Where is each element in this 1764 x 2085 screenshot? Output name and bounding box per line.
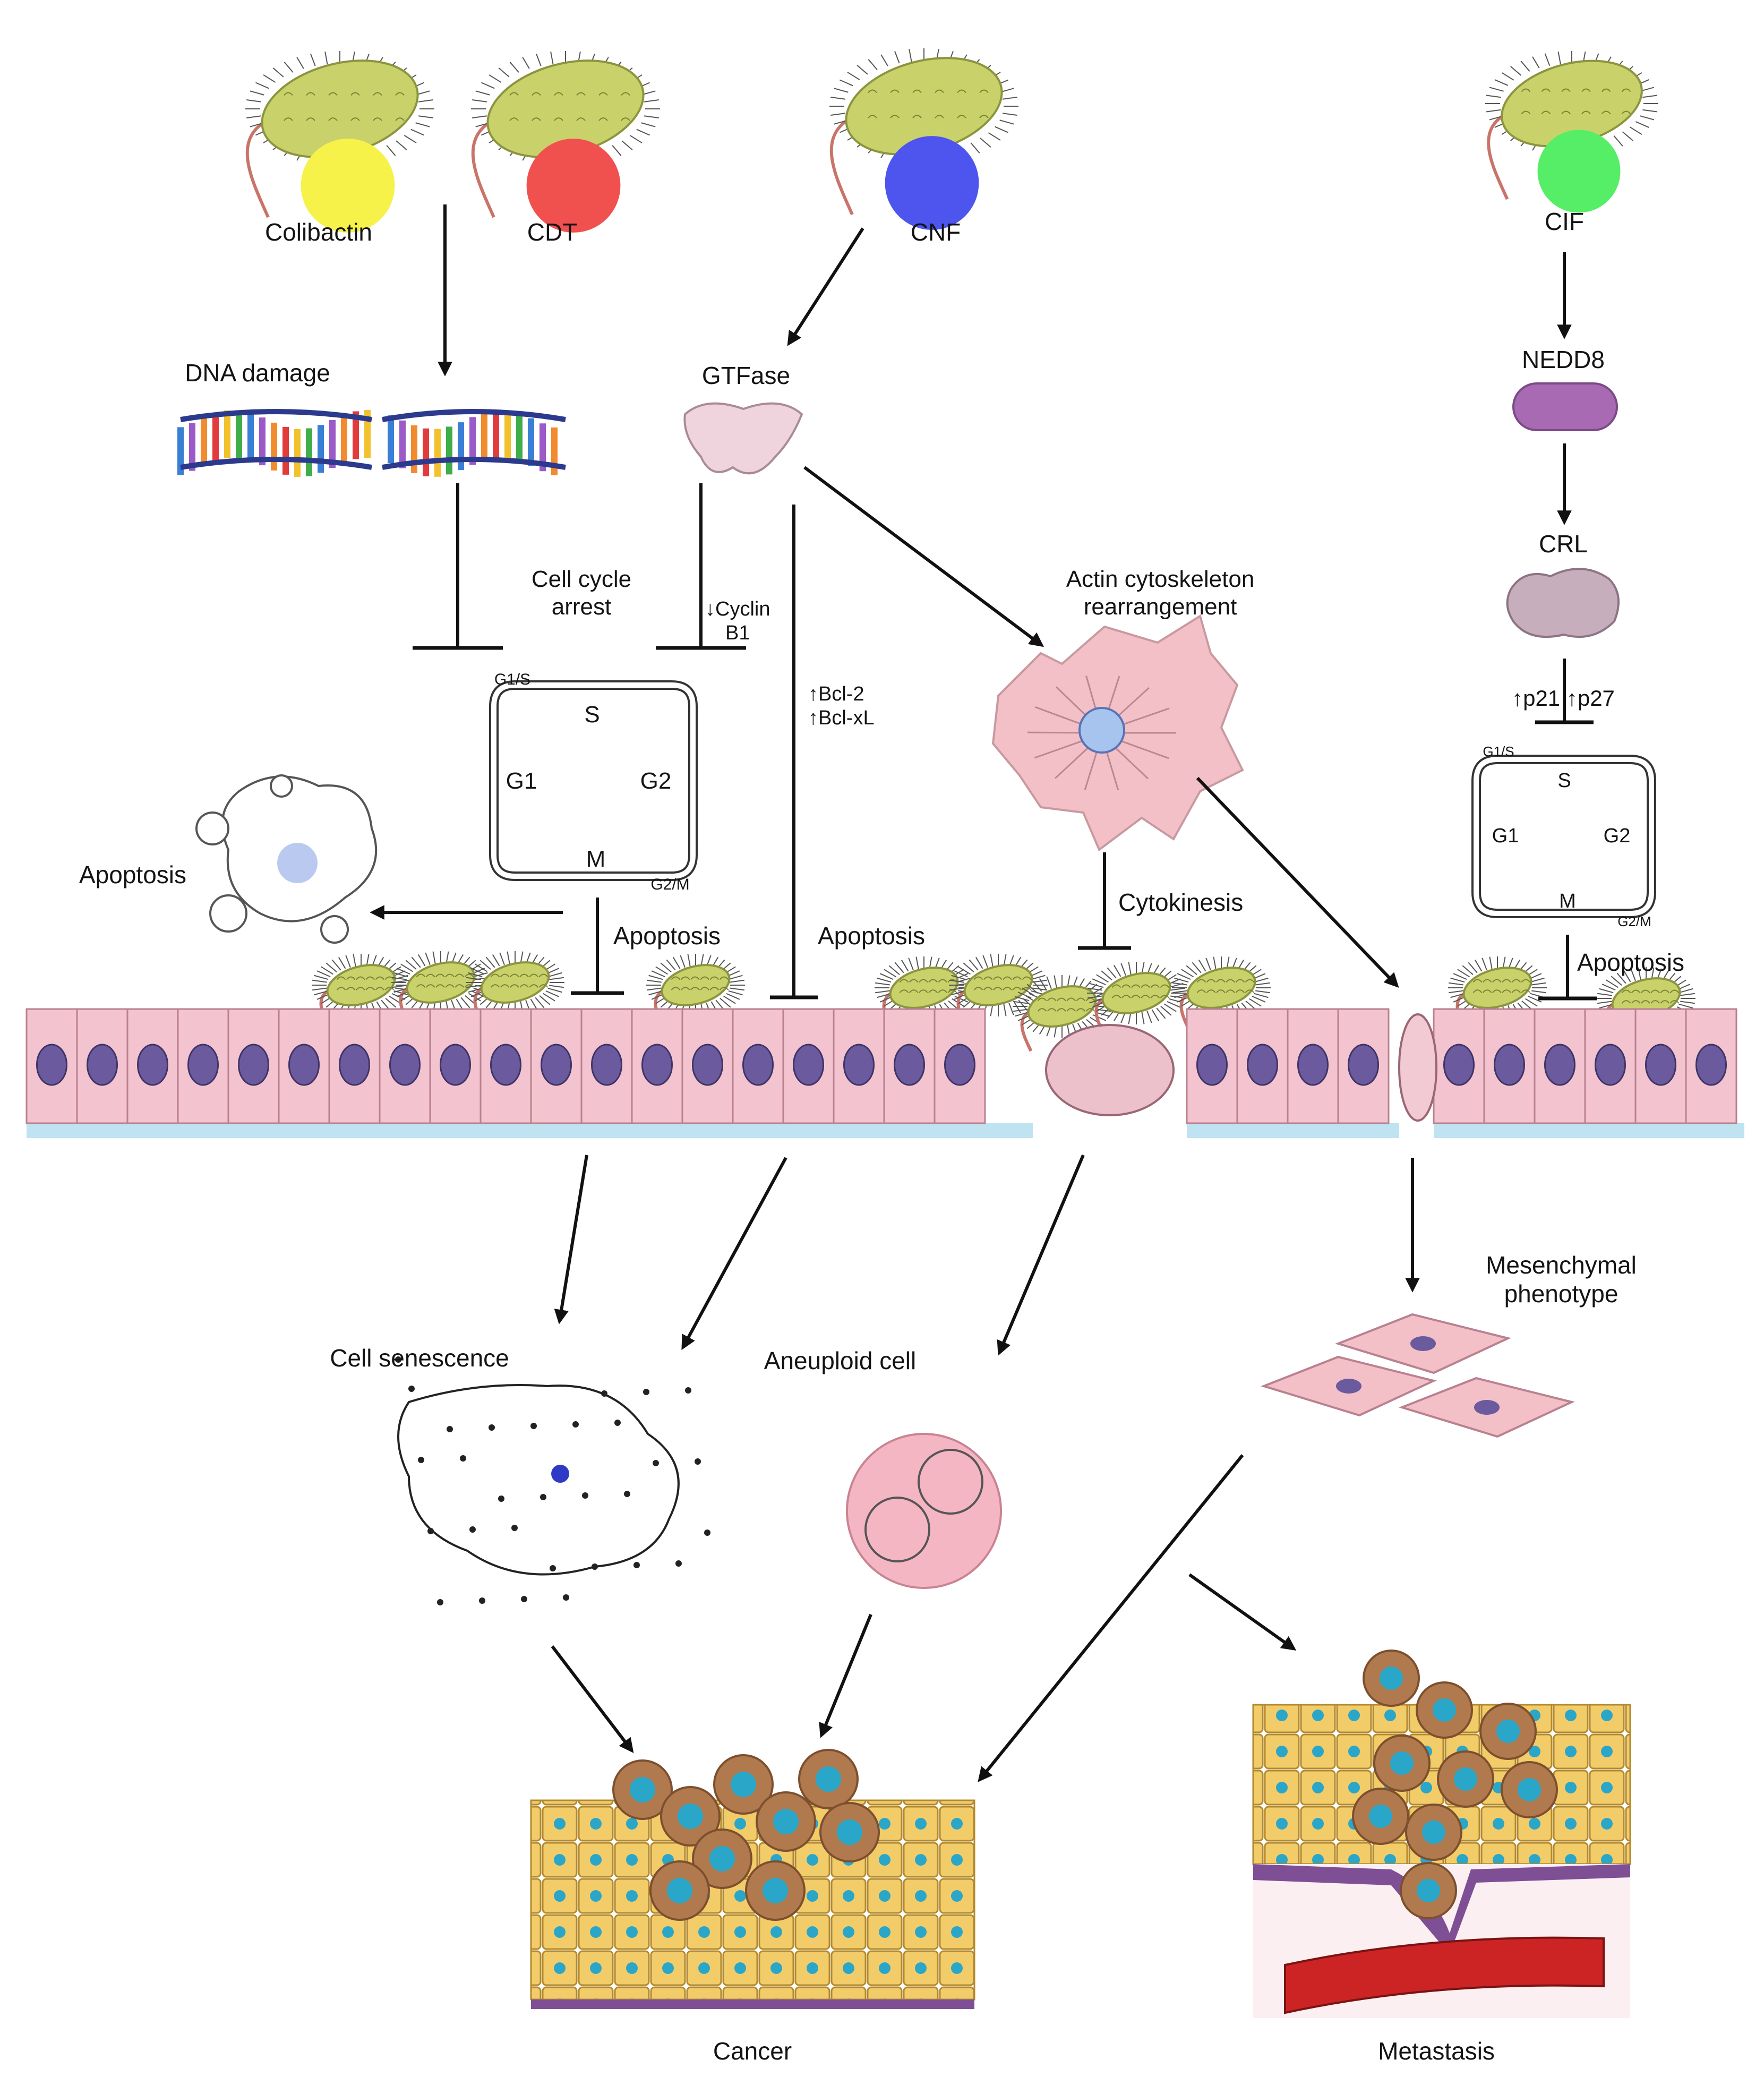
cycle-right-m: M (1559, 890, 1576, 912)
mesenchymal-label: Mesenchymal phenotype (1486, 1251, 1637, 1308)
cell-cycle-right (1471, 755, 1656, 918)
cnf-label: CNF (910, 218, 961, 246)
bcl-label: ↑Bcl-2 ↑Bcl-xL (808, 683, 875, 729)
nedd8-shape (1512, 382, 1618, 431)
apoptosis-right-label: Apoptosis (1577, 948, 1685, 976)
colibactin-bacterium (245, 51, 434, 233)
senescent-cell (395, 1356, 710, 1605)
nedd8-label: NEDD8 (1522, 346, 1605, 373)
inhibit-apoptosis-1 (571, 898, 624, 995)
dna-strand (177, 409, 566, 477)
epithelium-bacterium (1448, 956, 1547, 1033)
arrow-gtfase-to-actin (803, 466, 1044, 647)
gtfase-shape (683, 402, 803, 475)
cif-label: CIF (1544, 208, 1585, 235)
cell-cycle-main (489, 680, 698, 881)
cycle-right-g1: G1 (1492, 825, 1519, 847)
arrow-to-senescence-2 (681, 1157, 787, 1351)
cycle-main-m: M (586, 846, 606, 872)
arrow-cnf-to-gtfase (787, 227, 864, 346)
metastasis-tissue (1252, 1650, 1631, 2018)
cycle-main-s: S (584, 702, 600, 728)
cdt-label: CDT (527, 218, 578, 246)
apoptosis-label-2: Apoptosis (818, 922, 926, 950)
inhibit-apoptosis-right (1538, 935, 1597, 1001)
cycle-main-g2: G2 (640, 768, 672, 794)
cell-cycle-layer (489, 680, 1656, 918)
cycle-right-g2m: G2/M (1617, 913, 1651, 929)
apoptosis-left-label: Apoptosis (79, 861, 187, 888)
arrow-to-metastasis (1188, 1573, 1297, 1651)
inhibit-dna-damage (413, 483, 503, 650)
crl-shape (1506, 568, 1620, 638)
epithelium-bacterium (466, 951, 564, 1028)
cycle-right-s: S (1557, 770, 1571, 792)
arrow-senescence-to-cancer (551, 1645, 634, 1753)
arrow-mesenchymal-to-cancer (978, 1454, 1244, 1782)
epithelium-bacterium (949, 954, 1048, 1031)
cycle-right-g2: G2 (1603, 825, 1631, 847)
crl-label: CRL (1538, 530, 1588, 558)
epithelium-bacterium (875, 956, 973, 1033)
cell-senescence-label: Cell senescence (330, 1344, 509, 1372)
actin-cell (991, 614, 1244, 852)
aneuploid-label: Aneuploid cell (764, 1347, 917, 1374)
dividing-cells (1045, 1024, 1175, 1116)
epithelium-right (1433, 1008, 1744, 1138)
epithelium-middle (1186, 1008, 1399, 1138)
bacteria-layer (177, 48, 1696, 1052)
arrows-layer (370, 204, 1597, 1782)
cif-bacterium (1485, 51, 1658, 213)
inhibit-crl (1535, 659, 1594, 724)
dna-damage-label: DNA damage (185, 359, 330, 387)
apoptotic-cell (195, 774, 378, 944)
epithelium-left (25, 1008, 1033, 1138)
inhibit-cyclin (656, 483, 746, 650)
gtfase-label: GTFase (701, 362, 791, 389)
cdt-bacterium (471, 51, 660, 233)
epithelium-bacterium (1013, 975, 1111, 1052)
cycle-main-g1: G1 (506, 768, 537, 794)
arrow-to-senescence-1 (554, 1155, 588, 1325)
apoptosis-label-1: Apoptosis (613, 922, 721, 950)
actin-rearrangement-label: Actin cytoskeleton rearrangement (1066, 566, 1255, 620)
arrow-to-aneuploid (997, 1154, 1085, 1356)
migrating-cell (1398, 1013, 1437, 1122)
cytokinesis-label: Cytokinesis (1118, 888, 1244, 916)
cnf-bacterium (829, 48, 1018, 230)
cycle-right-g1s: G1/S (1483, 744, 1514, 759)
cell-cycle-arrest-label: Cell cycle arrest (531, 566, 632, 620)
cancer-tissue (530, 1749, 975, 2009)
cycle-main-g2m: G2/M (650, 876, 690, 893)
aneuploid-cell (846, 1433, 1002, 1589)
cancer-label: Cancer (713, 2037, 792, 2065)
arrow-actin-to-migration (1196, 776, 1399, 988)
epithelium-layer (25, 1008, 1744, 1138)
tissue-layer (530, 1650, 1631, 2018)
epithelium-bacterium (1087, 962, 1186, 1039)
inhibit-cytokinesis (1078, 852, 1131, 950)
metastasis-label: Metastasis (1378, 2037, 1495, 2065)
arrow-aneuploid-to-cancer (819, 1613, 872, 1738)
cycle-main-g1s: G1/S (494, 671, 531, 688)
inhibit-bcl (770, 505, 818, 999)
mesenchymal-cells (1260, 1313, 1575, 1438)
colibactin-label: Colibactin (265, 218, 372, 246)
cells-layer (195, 614, 1575, 1605)
p21-p27-label: ↑p21 ↑p27 (1512, 686, 1615, 711)
cyclin-b1-label: ↓Cyclin B1 (705, 598, 770, 644)
